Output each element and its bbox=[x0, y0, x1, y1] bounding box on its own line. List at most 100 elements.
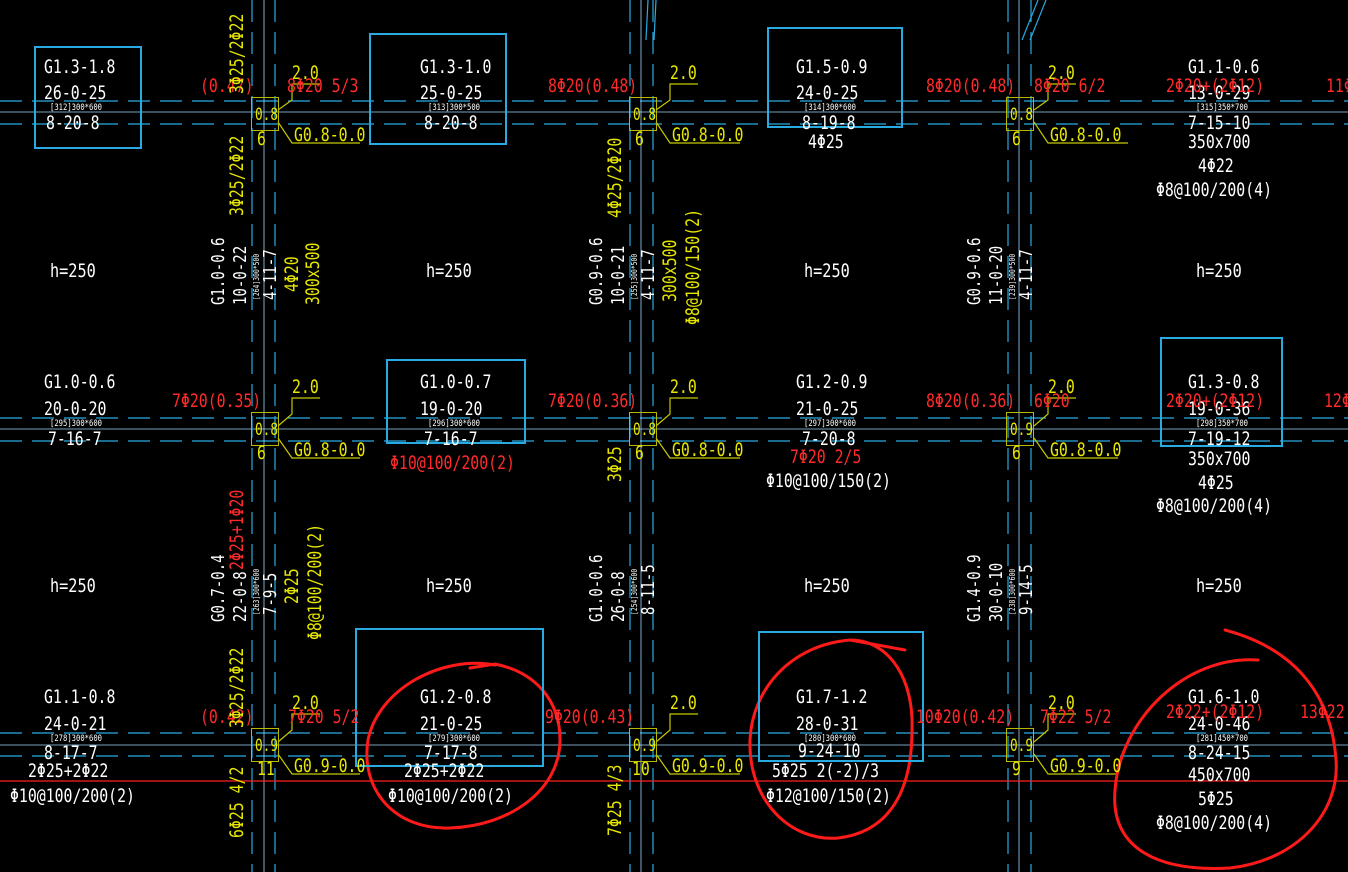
beam-label: 7-19-12 bbox=[1188, 428, 1251, 450]
rebar-note: 7Φ22 5/2 bbox=[1040, 706, 1112, 728]
rebar-note: (0.47) bbox=[200, 75, 254, 97]
beam-tag: [280]300*600 bbox=[804, 734, 857, 744]
column-num: 6 bbox=[635, 442, 644, 464]
column-label: 0.9 bbox=[255, 736, 279, 756]
vbeam-label: G0.9-0.6 bbox=[586, 237, 607, 305]
beam-label: 8-19-8 bbox=[802, 112, 856, 134]
beam-label: 5Φ25 bbox=[1198, 788, 1234, 810]
column-7[interactable]: 0.9 bbox=[251, 728, 279, 762]
column-9[interactable]: 0.9 bbox=[1006, 728, 1034, 762]
beam-label: 21-0-25 bbox=[796, 398, 859, 420]
beam-box-4[interactable] bbox=[386, 359, 526, 444]
vbeam-label: G0.9-0.6 bbox=[964, 237, 985, 305]
column-label: 0.9 bbox=[1010, 736, 1034, 756]
beam-label: 2Φ25+2Φ22 bbox=[404, 760, 485, 782]
column-rebar-vertical: 4Φ25/2Φ20 bbox=[604, 137, 626, 218]
vbeam-label: 8-11-5 bbox=[638, 564, 659, 615]
rebar-note: 13Φ22 bbox=[1300, 701, 1345, 723]
beam-label: G1.3-1.8 bbox=[44, 56, 116, 78]
column-label: 0.9 bbox=[633, 736, 657, 756]
beam-label: 7-20-8 bbox=[802, 428, 856, 450]
slab-thickness: h=250 bbox=[426, 575, 472, 597]
beam-label: 25-0-25 bbox=[420, 82, 483, 104]
beam-label: 19-0-20 bbox=[420, 398, 483, 420]
column-2[interactable]: 0.8 bbox=[629, 97, 657, 131]
slab-thickness: h=250 bbox=[50, 260, 96, 282]
column-4[interactable]: 0.8 bbox=[251, 412, 279, 446]
column-top-mark: 2.0 bbox=[670, 376, 697, 398]
beam-box-3[interactable] bbox=[767, 27, 903, 128]
rebar-note: 8Φ20(0.48) bbox=[926, 75, 1016, 97]
column-8[interactable]: 0.9 bbox=[629, 728, 657, 762]
rebar-note: 10Φ20(0.42) bbox=[916, 706, 1015, 728]
beam-label: G1.0-0.6 bbox=[44, 371, 116, 393]
vbeam-label: 9-14-5 bbox=[1016, 564, 1037, 615]
slab-thickness: h=250 bbox=[50, 575, 96, 597]
rebar-note: 11Φ bbox=[1326, 75, 1348, 97]
vbeam-label: 11-0-20 bbox=[986, 245, 1007, 305]
column-num: 6 bbox=[1012, 128, 1021, 150]
beam-label: Φ10@100/200(2) bbox=[10, 785, 135, 807]
beam-label: 26-0-25 bbox=[44, 82, 107, 104]
slab-thickness: h=250 bbox=[804, 575, 850, 597]
column-g-label: G0.8-0.0 bbox=[1050, 124, 1122, 146]
rebar-note: 7Φ20(0.36) bbox=[548, 390, 638, 412]
vbeam-label: 26-0-8 bbox=[608, 571, 629, 622]
beam-label: 7-16-7 bbox=[48, 428, 102, 450]
beam-label: 20-0-20 bbox=[44, 398, 107, 420]
beam-label: 24-0-46 bbox=[1188, 713, 1251, 735]
beam-label: 4Φ25 bbox=[808, 131, 844, 153]
rebar-note: 2Φ22+(2Φ12) bbox=[1166, 701, 1265, 723]
beam-label: Φ8@100/200(4) bbox=[1156, 179, 1273, 201]
beam-label: G1.0-0.7 bbox=[420, 371, 492, 393]
column-label: 0.8 bbox=[255, 420, 279, 440]
beam-label: Φ8@100/200(4) bbox=[1156, 812, 1273, 834]
column-top-mark: 2.0 bbox=[292, 376, 319, 398]
slab-thickness: h=250 bbox=[1196, 575, 1242, 597]
beam-label: 8-24-15 bbox=[1188, 742, 1251, 764]
column-6[interactable]: 0.9 bbox=[1006, 412, 1034, 446]
beam-box-7[interactable] bbox=[758, 631, 924, 762]
column-1[interactable]: 0.8 bbox=[251, 97, 279, 131]
column-rebar-vertical: 3Φ25/2Φ22 bbox=[226, 647, 248, 728]
beam-label: 8-20-8 bbox=[46, 112, 100, 134]
rebar-note: 8Φ20(0.36) bbox=[926, 390, 1016, 412]
beam-label: 5Φ25 2(-2)/3 bbox=[772, 760, 880, 782]
column-num: 6 bbox=[257, 128, 266, 150]
beam-box-2[interactable] bbox=[369, 33, 507, 145]
rebar-note: 7Φ20 5/2 bbox=[288, 706, 360, 728]
beam-box-1[interactable] bbox=[34, 46, 142, 149]
beam-tag: [279]300*600 bbox=[428, 734, 481, 744]
column-g-label: G0.9-0.0 bbox=[1050, 755, 1122, 777]
rebar-note: 8Φ20(0.48) bbox=[548, 75, 638, 97]
column-num: 10 bbox=[632, 758, 650, 780]
vbeam-label: G1.0-0.6 bbox=[208, 237, 229, 305]
column-3[interactable]: 0.8 bbox=[1006, 97, 1034, 131]
beam-box-5[interactable] bbox=[1160, 337, 1283, 447]
vbeam-stirrup: Φ8@100/200(2) bbox=[304, 523, 326, 640]
beam-label: Φ10@100/150(2) bbox=[766, 470, 891, 492]
beam-label: G1.2-0.9 bbox=[796, 371, 868, 393]
vbeam-label: 22-0-8 bbox=[230, 571, 251, 622]
beam-tag: [298]350*700 bbox=[1196, 419, 1249, 429]
beam-label: G1.5-0.9 bbox=[796, 56, 868, 78]
beam-label: 7-17-8 bbox=[424, 742, 478, 764]
vbeam-label: G0.7-0.4 bbox=[208, 554, 229, 622]
beam-tag: [314]300*600 bbox=[804, 103, 857, 113]
vbeam-label: 10-0-21 bbox=[608, 245, 629, 305]
beam-label: 2Φ25+2Φ22 bbox=[28, 760, 109, 782]
vbeam-rebar: 2Φ25 bbox=[281, 568, 303, 604]
column-g-label: G0.8-0.0 bbox=[1050, 439, 1122, 461]
column-top-mark: 2.0 bbox=[292, 692, 319, 714]
vbeam-label: 7-9-5 bbox=[260, 572, 281, 615]
beam-box-6[interactable] bbox=[355, 628, 544, 767]
rebar-note: 6Φ20 bbox=[1034, 390, 1070, 412]
vbeam-label: 4-11-7 bbox=[638, 249, 659, 300]
vbeam-label: 4-11-7 bbox=[1016, 249, 1037, 300]
beam-label: 13-0-29 bbox=[1188, 82, 1251, 104]
column-5[interactable]: 0.8 bbox=[629, 412, 657, 446]
beam-tag: [278]300*600 bbox=[50, 734, 103, 744]
beam-label: Φ12@100/150(2) bbox=[766, 785, 891, 807]
column-rebar-vertical: 7Φ25 4/3 bbox=[604, 764, 626, 836]
